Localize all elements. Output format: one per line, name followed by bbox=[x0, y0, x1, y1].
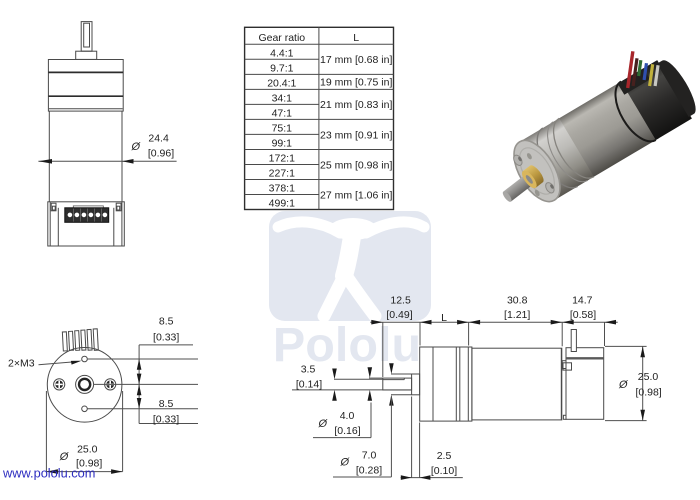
svg-text:[0.14]: [0.14] bbox=[296, 379, 322, 391]
svg-text:99:1: 99:1 bbox=[272, 138, 293, 150]
svg-text:23 mm [0.91 in]: 23 mm [0.91 in] bbox=[320, 129, 392, 141]
svg-text:2.5: 2.5 bbox=[437, 450, 452, 462]
svg-text:34:1: 34:1 bbox=[272, 92, 293, 104]
svg-text:19 mm [0.75 in]: 19 mm [0.75 in] bbox=[320, 77, 392, 89]
svg-text:L: L bbox=[441, 312, 447, 324]
svg-text:L: L bbox=[353, 32, 359, 44]
svg-text:27 mm [1.06 in]: 27 mm [1.06 in] bbox=[320, 189, 392, 201]
svg-text:20.4:1: 20.4:1 bbox=[267, 77, 296, 89]
svg-text:227:1: 227:1 bbox=[269, 168, 295, 180]
svg-text:Ø: Ø bbox=[618, 379, 629, 391]
svg-text:12.5: 12.5 bbox=[390, 295, 411, 307]
svg-text:21 mm [0.83 in]: 21 mm [0.83 in] bbox=[320, 99, 392, 111]
svg-text:4.0: 4.0 bbox=[340, 410, 355, 422]
svg-text:www.pololu.com: www.pololu.com bbox=[2, 466, 95, 481]
svg-text:75:1: 75:1 bbox=[272, 122, 293, 134]
svg-text:25.0: 25.0 bbox=[638, 371, 659, 383]
svg-text:[0.33]: [0.33] bbox=[153, 414, 179, 426]
svg-text:24.4: 24.4 bbox=[148, 132, 169, 144]
svg-text:14.7: 14.7 bbox=[572, 295, 593, 307]
svg-text:25.0: 25.0 bbox=[77, 444, 98, 456]
svg-text:Ø: Ø bbox=[318, 418, 329, 430]
svg-text:47:1: 47:1 bbox=[272, 107, 293, 119]
svg-text:25 mm [0.98 in]: 25 mm [0.98 in] bbox=[320, 159, 392, 171]
svg-text:9.7:1: 9.7:1 bbox=[270, 62, 294, 74]
svg-text:Ø: Ø bbox=[59, 451, 70, 463]
svg-text:[0.16]: [0.16] bbox=[334, 425, 360, 437]
svg-text:3.5: 3.5 bbox=[301, 364, 316, 376]
svg-text:4.4:1: 4.4:1 bbox=[270, 47, 294, 59]
svg-text:172:1: 172:1 bbox=[269, 153, 295, 165]
svg-text:[0.98]: [0.98] bbox=[76, 458, 102, 470]
svg-text:[0.58]: [0.58] bbox=[570, 309, 596, 321]
svg-text:2×M3: 2×M3 bbox=[8, 358, 35, 370]
svg-text:378:1: 378:1 bbox=[269, 183, 295, 195]
svg-text:[0.98]: [0.98] bbox=[635, 386, 661, 398]
svg-text:Pololu: Pololu bbox=[273, 318, 421, 372]
svg-text:499:1: 499:1 bbox=[269, 198, 295, 210]
svg-text:[0.33]: [0.33] bbox=[153, 332, 179, 344]
svg-text:[0.96]: [0.96] bbox=[148, 148, 174, 160]
svg-text:8.5: 8.5 bbox=[159, 398, 174, 410]
svg-text:7.0: 7.0 bbox=[362, 449, 377, 461]
svg-text:[0.49]: [0.49] bbox=[386, 309, 412, 321]
svg-text:[0.10]: [0.10] bbox=[431, 465, 457, 477]
svg-text:[0.28]: [0.28] bbox=[356, 465, 382, 477]
svg-text:8.5: 8.5 bbox=[159, 316, 174, 328]
svg-text:Ø: Ø bbox=[340, 457, 351, 469]
svg-text:Ø: Ø bbox=[131, 141, 142, 153]
svg-text:17 mm [0.68 in]: 17 mm [0.68 in] bbox=[320, 54, 392, 66]
svg-text:30.8: 30.8 bbox=[507, 295, 528, 307]
svg-text:Gear ratio: Gear ratio bbox=[258, 32, 305, 44]
svg-text:[1.21]: [1.21] bbox=[504, 309, 530, 321]
